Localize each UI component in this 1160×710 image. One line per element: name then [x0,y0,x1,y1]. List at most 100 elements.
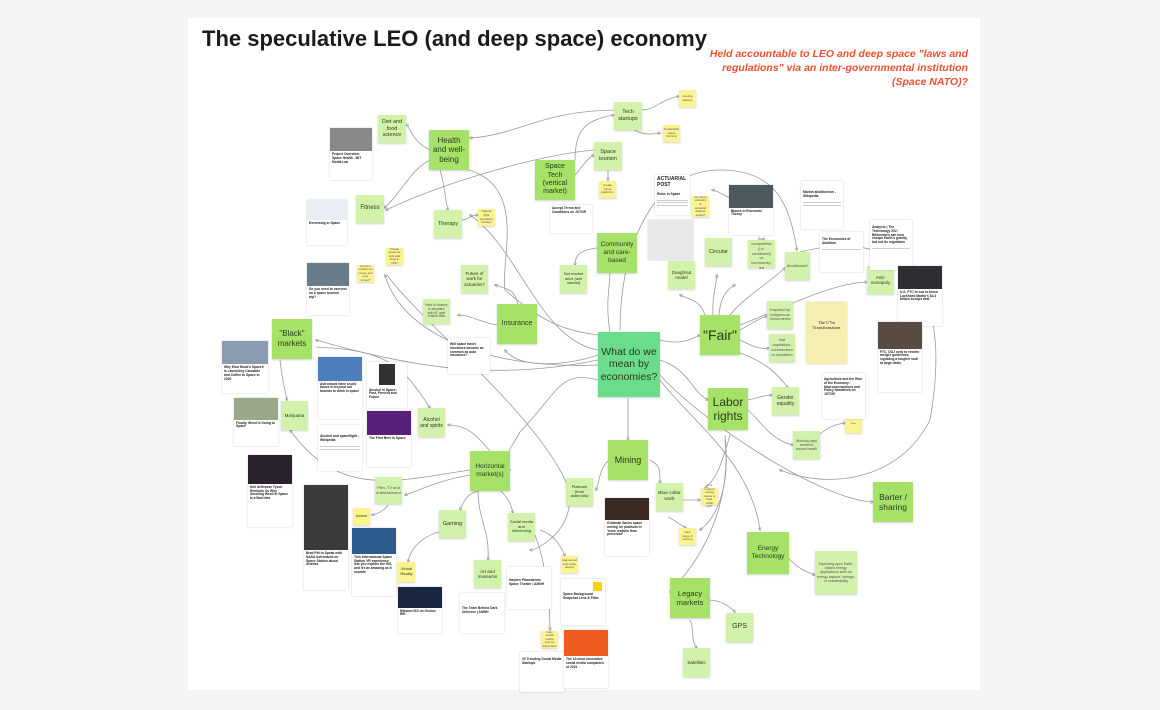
node-labor[interactable]: Labor rights [708,388,748,430]
link-card[interactable]: The First Beer In Space [367,411,411,467]
note-new-social[interactable]: New social media only for astronauts [541,629,558,648]
card-title: Finally, Weed Is Going to Space [236,420,275,429]
node-circular[interactable]: Circular [705,238,732,266]
node-barter[interactable]: Barter / sharing [873,482,913,522]
link-card[interactable]: U.S. FTC to sue to block Lockheed Martin… [898,266,942,326]
node-tech-startups[interactable]: Tech startups [614,102,642,130]
note-vr[interactable]: Virtual Reality [398,562,415,582]
node-platinum[interactable]: Platinum (from asteroids) [566,478,593,506]
node-art[interactable]: Art and museums [474,560,501,588]
node-gender[interactable]: Gender equality [772,387,799,415]
node-legacy[interactable]: Legacy markets [670,578,710,618]
card-title: This International Space Station VR expe… [354,554,393,574]
link-card[interactable]: Finally, Weed Is Going to Space [234,398,278,446]
link-card[interactable]: Neil deGrasse Tyson Reminds Us Why Smoki… [248,455,292,527]
link-card[interactable]: Agriculture and the Rise of the Economy:… [822,373,865,419]
node-film[interactable]: Film, TV and entertainment [375,477,402,504]
node-fitness[interactable]: Fitness [356,195,384,223]
note-actors[interactable]: Actors [353,508,370,525]
node-fair[interactable]: "Fair" [700,315,740,355]
link-card[interactable]: Do you need to exercise on a space touri… [307,263,349,315]
link-card[interactable]: Market abolitionism - Wikipedia [801,181,843,229]
link-card[interactable]: 20 Trending Social Media Startups [520,652,564,692]
book-cover[interactable]: The C*nt Transformation [806,302,847,364]
node-social[interactable]: Social media and influencing [508,513,535,541]
node-horizontal[interactable]: Horizontal market(s) [470,451,510,491]
link-card[interactable]: Accept Terms and Conditions on JSTOR [550,205,592,233]
note-fitness-1[interactable]: Private areas for kids and dogs in ISS? [386,247,403,265]
card-title: Risks in Space [657,191,681,196]
link-card[interactable]: The Team Behind Dark Universe | AMNH [460,593,504,633]
card-title: Neil deGrasse Tyson Reminds Us Why Smoki… [250,484,289,501]
note-fitness-2[interactable]: Gyms in conference rooms and time zones? [357,263,374,282]
note-fueling[interactable]: Fueling stations [679,90,696,107]
node-black-markets[interactable]: "Black" markets [272,319,312,359]
node-community[interactable]: Community and care-based [597,233,637,273]
link-card[interactable]: Why Elon Musk's SpaceX is Launching Cann… [222,341,268,393]
node-space-tech[interactable]: Space Tech (vertical market) [535,160,575,200]
node-satellites[interactable]: Satellites [683,648,710,677]
link-card[interactable]: Exercising in Space [307,200,347,245]
card-title: Goldman Sachs space mining for platinum … [607,521,643,537]
note-mining-career[interactable]: Is a modern mining career a blue collar … [701,483,718,508]
node-space-tourism[interactable]: Space tourism [594,142,622,170]
node-blue-collar[interactable]: Blue collar work [656,483,683,511]
node-marijuana[interactable]: Marijuana [281,401,308,430]
note-labor[interactable]: Notes [845,416,862,433]
card-title: Alcohol in Space: Past, Present and Futu… [369,387,397,400]
node-indigenous[interactable]: Inspired by indigenous movements [767,301,793,329]
link-card[interactable]: Alcohol in Space: Past, Present and Futu… [367,362,407,408]
node-non-capitalism[interactable]: Not capitalism, communism or socialism [769,334,795,362]
node-abolitionist[interactable]: Abolitionist? [785,252,810,280]
link-card[interactable]: Brad Pitt to Speak with NASA Astronauts … [304,485,348,590]
note-new-ways[interactable]: New ways of working [679,528,696,545]
link-card[interactable]: Astronauts have snuck booze in beyond ou… [318,357,362,419]
node-anti-competitive[interactable]: Anti competitive (i.e. neoliberal) vs co… [748,236,775,270]
link-card[interactable]: Goldman Sachs space mining for platinum … [605,498,649,556]
note-actuary[interactable]: Are there statistics & actuarial data fo… [692,195,709,217]
node-diet[interactable]: Diet and food science [378,115,406,143]
card-title: Analysis | The Technology 202: Billionai… [872,225,908,245]
note-augmented[interactable]: Augmented and Video display [561,556,578,573]
node-alcohol[interactable]: Alcohol and spirits [418,408,445,437]
link-card[interactable]: Analysis | The Technology 202: Billionai… [870,220,912,270]
node-mining[interactable]: Mining [608,440,648,480]
node-health[interactable]: Health and well-being [429,130,469,170]
link-card[interactable]: Alcohol and spaceflight - Wikipedia [318,425,362,471]
node-anti-monopoly[interactable]: Anti-monopoly [867,266,894,294]
node-gps[interactable]: GPS [726,613,753,642]
link-card[interactable]: Hayden Planetarium Space Theater | AMNH [507,567,551,609]
node-not-market[interactable]: Not market drive (anti market) [560,265,587,293]
node-gaming[interactable]: Gaming [439,510,466,538]
card-title: Mission:ISS on Oculus Rift [400,608,436,617]
node-energy-note[interactable]: Improving upon Earth-based energy applic… [815,551,857,594]
node-center[interactable]: What do we mean by economies? [598,332,660,397]
note-natural-light[interactable]: Natural light simulation therapy [478,209,495,226]
node-future-work[interactable]: Future of work for actuaries? [461,265,488,293]
note-farming[interactable]: Sustainable space farming [663,125,680,142]
link-card[interactable]: The 10 most innovative social media comp… [564,630,608,688]
node-energy[interactable]: Energy Technology [747,532,789,574]
link-card[interactable]: Mission:ISS on Oculus Rift [398,587,442,633]
link-card[interactable]: Project Overview: Space Health - MIT Med… [330,128,372,180]
link-card[interactable]: Will space travel insurance become as co… [448,338,490,374]
card-title: FTC, DOJ seek to rewrite merger guidelin… [880,349,920,365]
note-travel-platforms[interactable]: Create travel platforms [599,181,616,198]
link-card[interactable]: FTC, DOJ seek to rewrite merger guidelin… [878,322,922,392]
card-title: Why Elon Musk's SpaceX is Launching Cann… [224,365,264,381]
node-working-days[interactable]: Working days centered around health [793,431,820,459]
link-card[interactable]: This International Space Station VR expe… [352,528,396,596]
link-card[interactable]: The Economics of Abolition [820,232,863,272]
link-card[interactable]: Biases in Economic Theory [729,185,773,235]
snapchat-icon [593,582,602,591]
node-doughnut[interactable]: Doughnut model [668,261,695,289]
node-citizens[interactable]: New to citizens to adopters, with AI, ga… [423,299,450,324]
link-card[interactable]: Space Background Snapchat Lens & Filter [561,579,605,625]
image-placeholder[interactable] [648,220,693,260]
card-title: The Team Behind Dark Universe | AMNH [462,606,498,614]
node-insurance[interactable]: Insurance [497,304,537,344]
card-title: Space Background Snapchat Lens & Filter [563,592,599,600]
card-title: Will space travel insurance become as co… [450,342,484,358]
node-therapy[interactable]: Therapy [434,210,462,238]
